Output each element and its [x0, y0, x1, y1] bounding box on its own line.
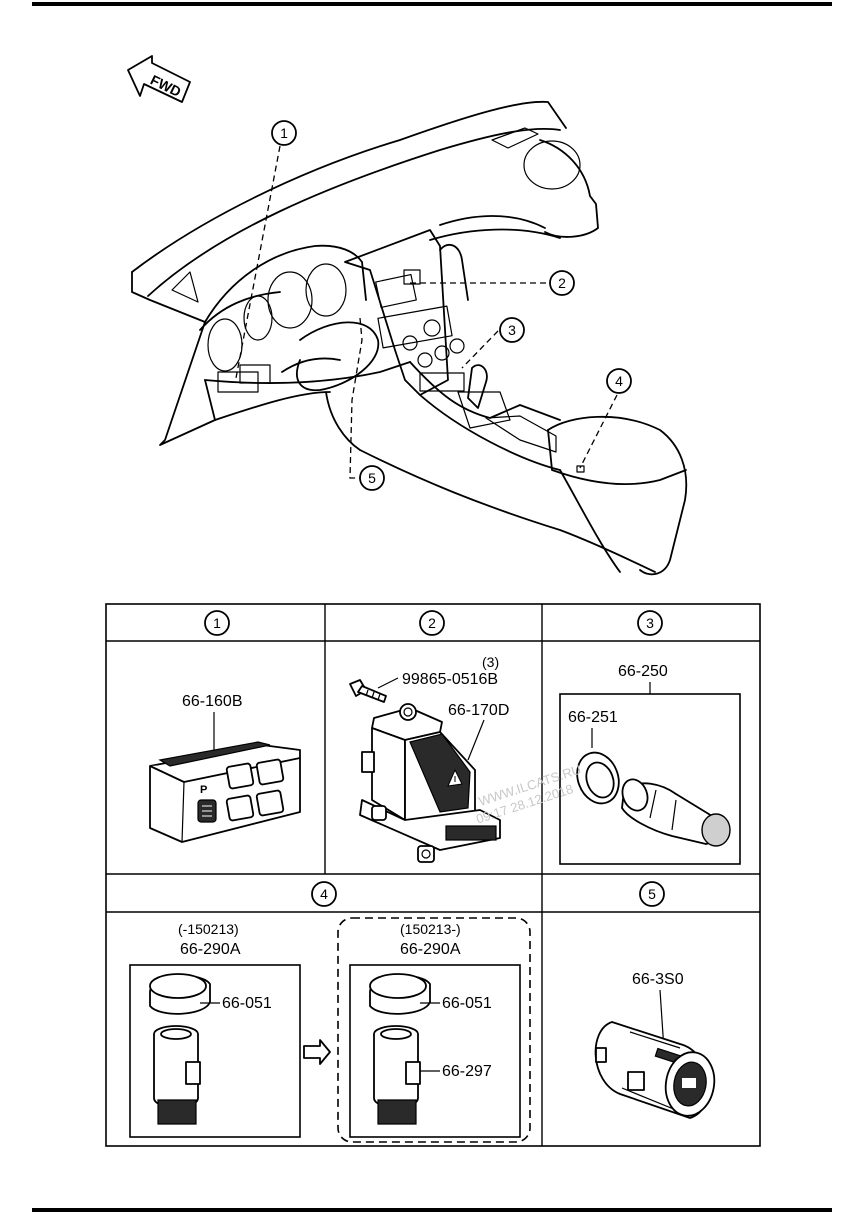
svg-text:2: 2	[428, 615, 436, 631]
cell1-switch-panel: 66-160B P	[149, 693, 301, 843]
svg-text:1: 1	[280, 125, 288, 141]
cell5-socket: 66-3S0	[594, 971, 716, 1119]
svg-text:4: 4	[615, 373, 623, 389]
callout-3: 3	[499, 317, 525, 343]
callout-1: 1	[271, 120, 297, 146]
bolt-icon	[349, 679, 387, 703]
part-66-160B: 66-160B	[182, 693, 243, 710]
header-1: 1	[204, 610, 230, 636]
callout-2: 2	[549, 270, 575, 296]
part-66-170D: 66-170D	[448, 702, 509, 719]
cell4-left-socket: (-150213) 66-290A 66-051	[129, 921, 301, 1138]
cap-66-051-left: 66-051	[222, 995, 272, 1012]
callout-4: 4	[606, 368, 632, 394]
part-66-290A-right: 66-290A	[400, 941, 461, 958]
svg-text:5: 5	[648, 886, 656, 902]
part-66-251: 66-251	[568, 709, 618, 726]
body-66-297: 66-297	[442, 1063, 492, 1080]
callout-5: 5	[359, 465, 385, 491]
parts-table	[105, 603, 761, 1147]
top-rule	[32, 2, 832, 6]
svg-text:5: 5	[368, 470, 376, 486]
cell4-right-socket: (150213-) 66-290A 66-051 66-297	[337, 917, 531, 1143]
header-4: 4	[311, 881, 337, 907]
header-5: 5	[639, 881, 665, 907]
header-3: 3	[637, 610, 663, 636]
leader-lines	[235, 145, 618, 479]
part-66-290A-left: 66-290A	[180, 941, 241, 958]
cap-66-051-right: 66-051	[442, 995, 492, 1012]
cell3-lighter: 66-250 66-251	[559, 663, 741, 865]
watermark: WWW.ILCATS.RU 09:17 28.12.2018	[474, 762, 583, 827]
cell2-hazard-switch: (3) 99865-0516B 66-170D	[349, 654, 509, 863]
dashboard-illustration	[131, 100, 688, 576]
part-99865-0516B: 99865-0516B	[402, 671, 498, 688]
range-right: (150213-)	[400, 921, 461, 937]
svg-text:4: 4	[320, 886, 328, 902]
header-2: 2	[419, 610, 445, 636]
svg-text:2: 2	[558, 275, 566, 291]
bottom-rule	[32, 1208, 832, 1212]
p-letter: P	[200, 784, 207, 796]
svg-text:1: 1	[213, 615, 221, 631]
bolt-qty: (3)	[482, 654, 499, 670]
part-66-250: 66-250	[618, 663, 668, 680]
svg-text:3: 3	[508, 322, 516, 338]
transition-arrow-icon	[303, 1039, 331, 1065]
part-66-3S0: 66-3S0	[632, 971, 684, 988]
svg-text:3: 3	[646, 615, 654, 631]
range-left: (-150213)	[178, 921, 239, 937]
fwd-arrow-icon: FWD	[127, 55, 191, 103]
